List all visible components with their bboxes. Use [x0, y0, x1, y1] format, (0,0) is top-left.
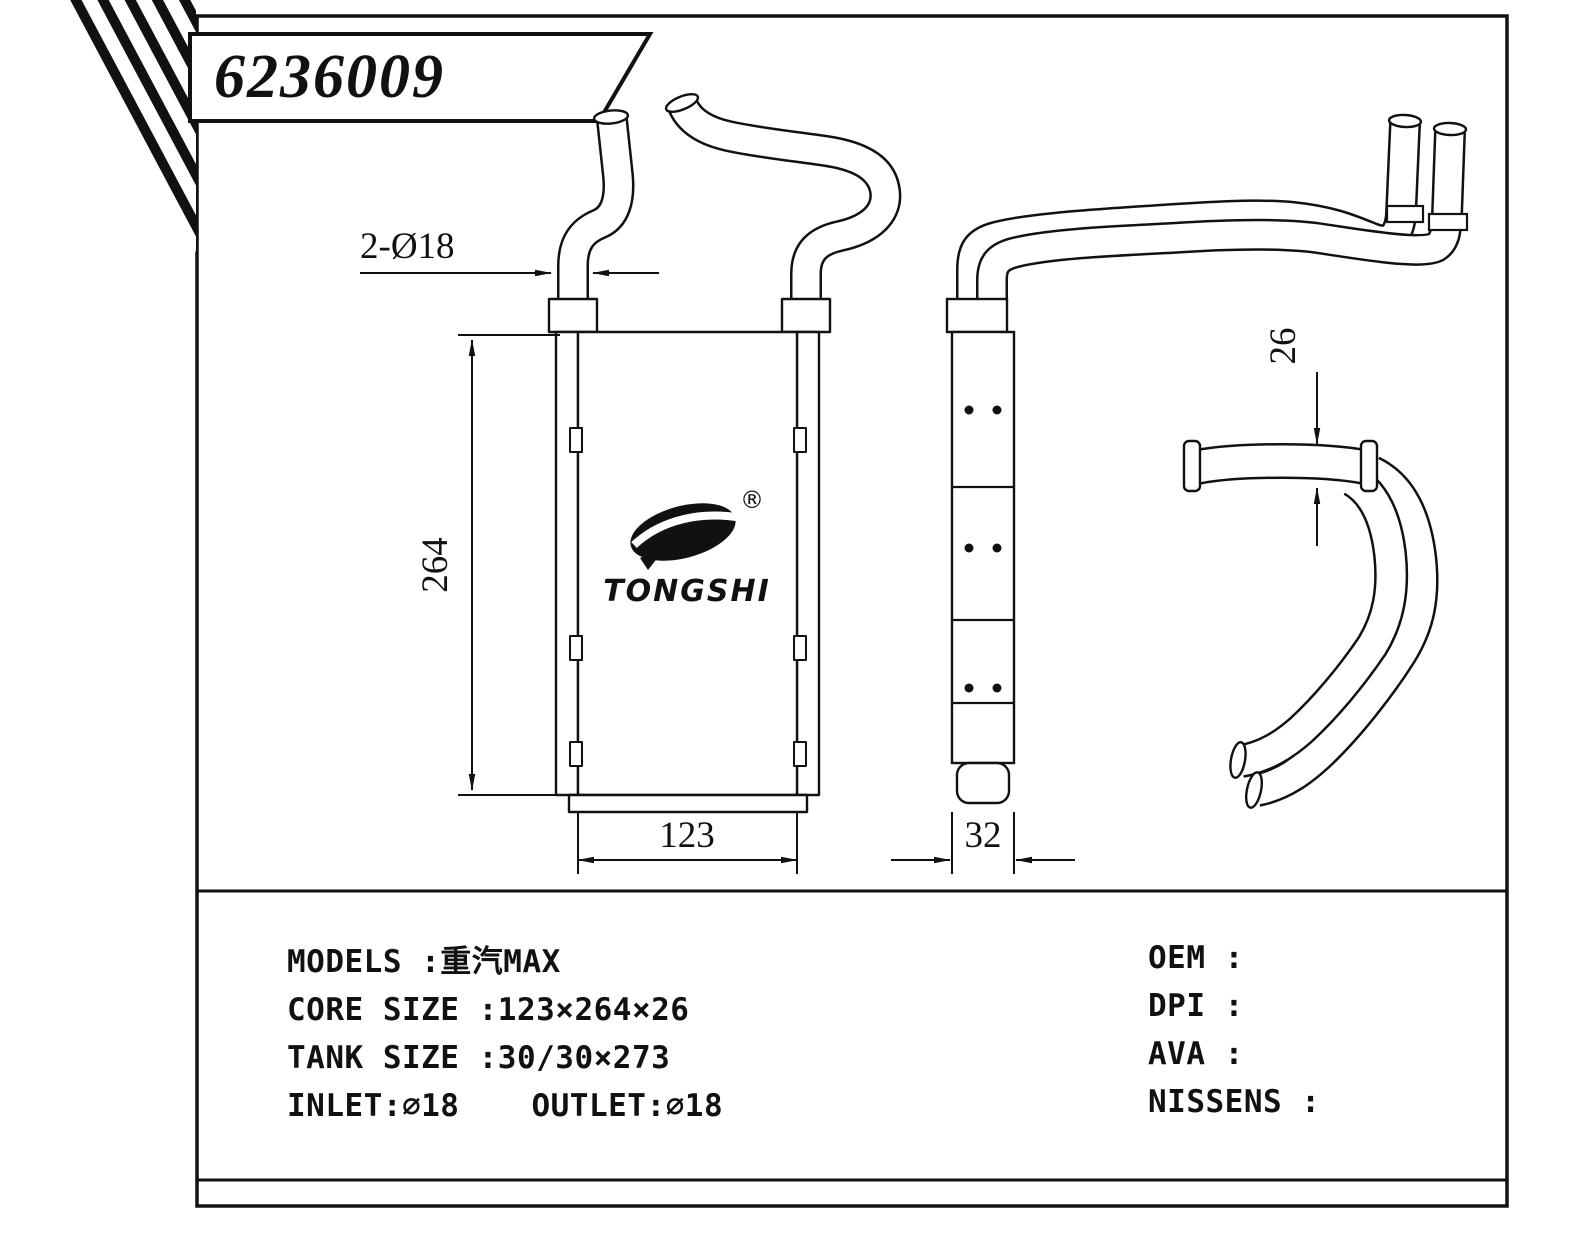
spec-inlet-outlet: INLET:∅18 OUTLET:∅18	[287, 1082, 723, 1130]
pipe-assembly-view	[1182, 439, 1439, 809]
pipe-open-end	[1244, 771, 1264, 809]
side-tank-body	[950, 330, 1016, 765]
spec-models: MODELS :重汽MAX	[287, 944, 561, 980]
core-body	[576, 330, 799, 797]
dim-tank-depth-text: 32	[965, 815, 1002, 856]
pipe-collar	[547, 297, 599, 334]
left-tank	[554, 330, 580, 797]
side-tank-seams	[952, 485, 1014, 705]
dimension-core-width: 123	[577, 812, 798, 874]
side-view	[945, 113, 1469, 805]
corner-hatch-decoration	[62, 0, 196, 252]
tank-clips	[569, 427, 807, 767]
pipe-collar	[780, 297, 832, 334]
dimension-pipe-callout: 2-Ø18	[360, 226, 659, 277]
pipe-fitting	[1182, 439, 1202, 493]
side-pipe-2	[976, 131, 1466, 320]
dimensions: 2-Ø18 264 123 32	[360, 226, 1321, 874]
spec-inlet: INLET:∅18	[287, 1088, 460, 1124]
spec-column-right: OEM : DPI : AVA : NISSENS :	[1148, 934, 1320, 1126]
dimension-tank-depth: 32	[891, 812, 1075, 874]
assembly-pipe-inner	[1237, 465, 1409, 778]
right-tank	[795, 330, 821, 797]
dimension-pipe-depth: 26	[1263, 328, 1321, 546]
pipe-open-end	[664, 93, 700, 113]
logo-accent	[640, 547, 666, 570]
pipe-open-end	[1432, 121, 1468, 137]
spec-oem: OEM :	[1148, 940, 1244, 976]
dimension-core-height: 264	[415, 334, 560, 796]
side-tank-foot	[955, 761, 1011, 805]
inlet-pipe	[557, 118, 635, 320]
spec-dpi: DPI :	[1148, 988, 1244, 1024]
dim-pipe-depth-text: 26	[1263, 328, 1304, 365]
dim-core-width-text: 123	[659, 815, 715, 856]
dim-pipe-callout-text: 2-Ø18	[360, 226, 455, 267]
registered-mark-icon: ®	[740, 486, 764, 514]
spec-tank-size: TANK SIZE :30/30×273	[287, 1040, 671, 1076]
part-number: 6236009	[214, 43, 445, 111]
spec-nissens: NISSENS :	[1148, 1084, 1321, 1120]
outlet-pipe	[668, 98, 902, 320]
spec-ava: AVA :	[1148, 1036, 1244, 1072]
pipe-collar	[945, 297, 1009, 334]
pipe-fitting	[1359, 439, 1379, 493]
front-view: ® TONGSHI	[547, 93, 902, 814]
assembly-pipe-top	[1193, 443, 1369, 485]
pipe-open-end	[1387, 113, 1423, 129]
pipe-open-end	[1229, 741, 1247, 779]
pipe-open-end	[592, 109, 630, 125]
tongshi-logo: ® TONGSHI	[603, 486, 771, 609]
pipe-band	[1385, 204, 1425, 224]
dim-core-height-text: 264	[415, 537, 456, 593]
spec-core-size: CORE SIZE :123×264×26	[287, 992, 690, 1028]
spec-column-left: MODELS :重汽MAX CORE SIZE :123×264×26 TANK…	[287, 938, 723, 1130]
spec-outlet: OUTLET:∅18	[531, 1088, 724, 1124]
pipe-band	[1427, 212, 1469, 232]
side-tank-rivets	[964, 405, 1002, 693]
bottom-plate	[567, 793, 809, 814]
logo-brand-text: TONGSHI	[603, 574, 771, 609]
assembly-pipe-outer	[1253, 456, 1439, 807]
